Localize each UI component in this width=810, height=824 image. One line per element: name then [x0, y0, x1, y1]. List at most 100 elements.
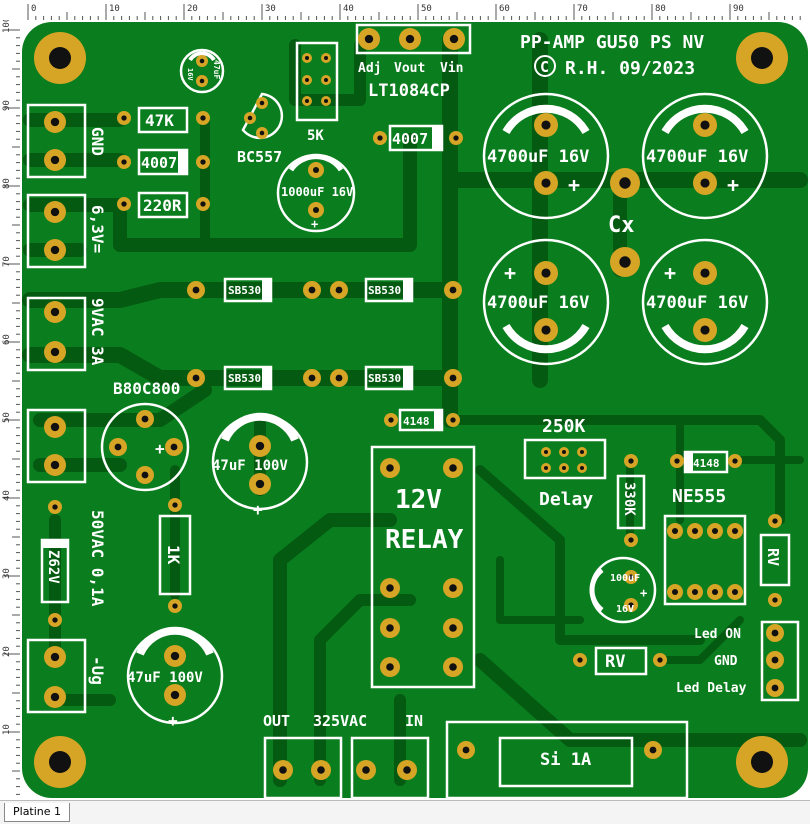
pad-hole	[52, 617, 58, 623]
relay-label: RELAY	[385, 525, 464, 555]
pad-hole	[50, 307, 60, 317]
cap4700-plus-4: +	[664, 261, 676, 285]
pad-hole	[305, 78, 309, 82]
pad-hole	[657, 657, 663, 663]
pad-hole	[386, 663, 394, 671]
copyright-circle	[534, 55, 556, 77]
silkscreen-text: PP-AMP GU50 PS NV C R.H. 09/2023 LT1084C…	[45, 32, 782, 770]
pad-hole	[308, 374, 316, 382]
pad-hole	[386, 624, 394, 632]
mounting-hole-tl	[34, 32, 86, 84]
d4007a-label: 4007	[141, 154, 177, 172]
ruler-label: 90	[733, 4, 744, 14]
pad-hole	[324, 99, 328, 103]
pad-hole	[141, 471, 149, 479]
r330k-label: 330K	[621, 482, 637, 516]
pad-hole	[386, 584, 394, 592]
pad-hole	[700, 178, 710, 188]
cap4700-label-4: 4700uF 16V	[646, 293, 748, 313]
pad-hole	[674, 458, 680, 464]
sb530-label-4: SB530	[368, 372, 401, 385]
ne555-label: NE555	[672, 486, 726, 507]
in-label: IN	[405, 712, 423, 730]
pad-hole	[52, 504, 58, 510]
ruler-label: 40	[343, 4, 354, 14]
cap100-label: 100uF	[610, 573, 640, 584]
pad-hole	[50, 460, 60, 470]
r1k-label: 1K	[164, 545, 183, 565]
r47k-label: 47K	[145, 111, 174, 130]
pad-hole	[562, 450, 566, 454]
pad-hole	[711, 527, 719, 535]
ruler-label: 30	[265, 4, 276, 14]
pad-hole	[200, 159, 206, 165]
led-delay-label: Led Delay	[676, 681, 747, 696]
out-label: OUT	[263, 712, 290, 730]
tab-platine-1[interactable]: Platine 1	[4, 803, 71, 822]
pad-hole	[308, 286, 316, 294]
pad-hole	[324, 78, 328, 82]
pad-hole	[541, 325, 551, 335]
pad-hole	[364, 34, 374, 44]
pad-hole	[628, 574, 634, 580]
pad-hole	[771, 684, 779, 692]
pad-hole	[305, 99, 309, 103]
regulator-label: LT1084CP	[368, 81, 450, 101]
pcb-view[interactable]: PP-AMP GU50 PS NV C R.H. 09/2023 LT1084C…	[20, 20, 810, 800]
pad-hole	[335, 286, 343, 294]
pad-hole	[453, 135, 459, 141]
sheet-tabbar: Platine 1	[0, 800, 810, 824]
ruler-label: 20	[187, 4, 198, 14]
pad-hole	[279, 766, 287, 774]
bridge-label: B80C800	[113, 379, 180, 398]
pad-hole	[671, 527, 679, 535]
pad-hole	[50, 155, 60, 165]
pad-hole	[121, 201, 127, 207]
pcb-board-svg[interactable]: PP-AMP GU50 PS NV C R.H. 09/2023 LT1084C…	[20, 20, 810, 800]
reg-pin-vin: Vin	[440, 61, 463, 76]
mounting-holes	[34, 32, 788, 788]
r220-label: 220R	[143, 196, 182, 215]
z62-label: Z62V	[45, 550, 61, 584]
pad-hole	[247, 115, 253, 121]
ruler-label: 100	[2, 20, 12, 33]
pad-hole	[50, 692, 60, 702]
reg-pin-adj: Adj	[358, 61, 381, 76]
pad-hole	[619, 256, 631, 268]
pad-hole	[449, 374, 457, 382]
pad-hole	[255, 479, 265, 489]
pad-hole	[700, 120, 710, 130]
pad-hole	[312, 206, 320, 214]
cap4700-label-3: 4700uF 16V	[487, 293, 589, 313]
pad-hole	[403, 766, 411, 774]
reg-pin-vout: Vout	[394, 61, 425, 76]
pad-hole	[255, 441, 265, 451]
pad-hole	[200, 201, 206, 207]
pad-hole	[541, 120, 551, 130]
pad-hole	[462, 746, 470, 754]
bridge-plus: +	[155, 439, 165, 458]
pad-hole	[449, 663, 457, 671]
cap1000-label: 1000uF 16V	[281, 185, 353, 199]
vac50-label: 50VAC 0,1A	[88, 510, 107, 607]
silkscreen-marks	[42, 126, 693, 548]
v63-label: 6,3V=	[88, 205, 107, 253]
pad-hole	[50, 207, 60, 217]
cap100-volt: 16V	[616, 604, 634, 615]
pad-hole	[691, 527, 699, 535]
pad-hole	[544, 450, 548, 454]
d4148-label-2: 4148	[693, 457, 720, 470]
pad-hole	[362, 766, 370, 774]
pad-hole	[172, 502, 178, 508]
pad-hole	[580, 466, 584, 470]
pad-hole	[386, 464, 394, 472]
rv-label-1: RV	[764, 548, 782, 566]
ruler-label: 60	[2, 334, 12, 345]
pad-hole	[731, 588, 739, 596]
pad-hole	[50, 652, 60, 662]
pad-hole	[541, 178, 551, 188]
cap4700-plus-3: +	[504, 261, 516, 285]
cap47-label-1: 47uF 100V	[212, 458, 288, 474]
ruler-label: 50	[421, 4, 432, 14]
